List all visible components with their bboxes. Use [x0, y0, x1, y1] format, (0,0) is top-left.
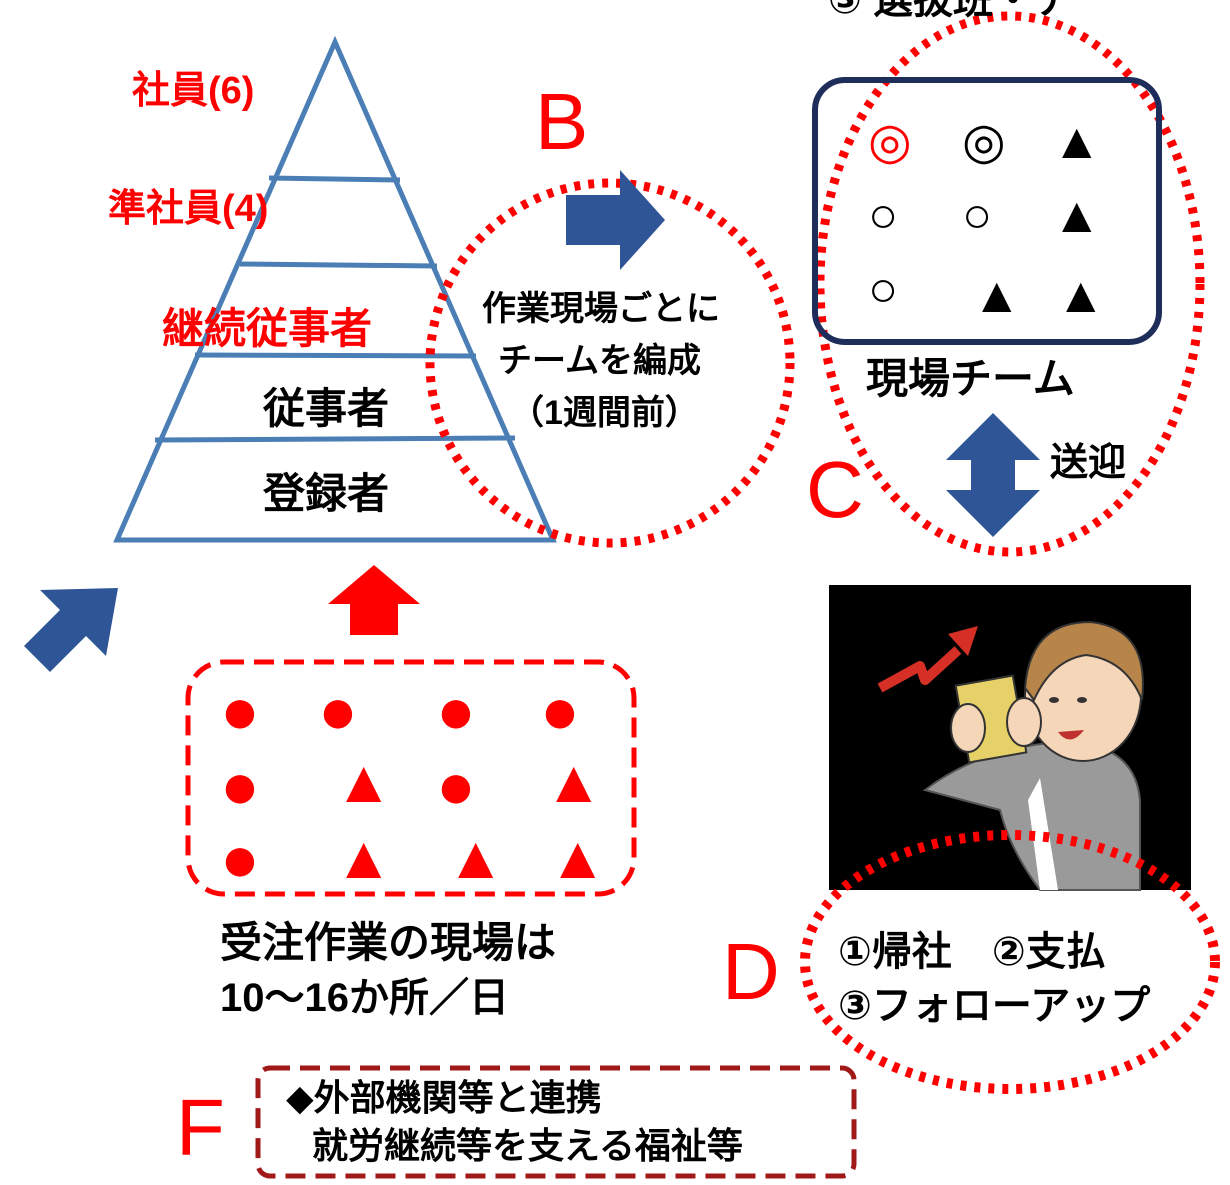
site-symbol: ▲	[334, 748, 394, 815]
section-d-line-1: ①帰社 ②支払	[838, 930, 1106, 974]
pyramid-level-employee: 社員(6)	[132, 70, 255, 112]
up-arrow-icon	[328, 565, 420, 635]
section-b-line-1: 作業現場ごとに	[482, 290, 720, 328]
section-b-line-3: （1週間前）	[510, 394, 699, 432]
sites-dashed-box	[185, 659, 637, 897]
worker-illustration	[829, 585, 1191, 891]
double-arrow-icon	[946, 413, 1040, 537]
pyramid-level-registrant: 登録者	[263, 470, 390, 517]
pyramid-divider-3	[194, 352, 477, 359]
pyramid	[113, 35, 557, 543]
site-symbol: ●	[220, 673, 260, 747]
section-b-dotted-circle	[425, 178, 795, 548]
team-symbol: ▲	[1052, 113, 1102, 169]
site-symbol: ▲	[334, 824, 394, 891]
section-f-line-1: ◆外部機関等と連携	[286, 1077, 602, 1118]
section-d-line-2: ③フォローアップ	[838, 984, 1151, 1028]
top-clipped-label: ③ 選抜班・チ	[828, 0, 1073, 22]
diagonal-arrow-icon	[24, 588, 118, 672]
pyramid-level-continuing: 継続従事者	[162, 305, 373, 352]
site-symbol: ●	[436, 748, 476, 822]
section-f-line-2: 就労継続等を支える福祉等	[312, 1125, 743, 1166]
section-d-letter: D	[722, 927, 780, 1016]
transport-label: 送迎	[1050, 442, 1127, 484]
sites-caption-line-1: 受注作業の現場は	[220, 919, 557, 966]
section-f-dashed-box	[255, 1065, 857, 1179]
site-symbol: ●	[220, 821, 260, 895]
site-symbol: ▲	[548, 824, 608, 891]
team-symbol: ▲	[972, 267, 1022, 323]
pyramid-outline	[113, 35, 557, 543]
team-symbol: ▲	[1052, 187, 1102, 243]
team-symbol: ▲	[1056, 267, 1106, 323]
right-arrow-icon	[566, 170, 665, 270]
section-b-line-2: チームを編成	[498, 342, 701, 380]
site-symbol: ●	[436, 673, 476, 747]
site-symbol: ●	[220, 748, 260, 822]
team-symbol: ○	[868, 187, 899, 243]
section-c-dotted-ellipse	[815, 11, 1205, 557]
pyramid-divider-4	[154, 435, 516, 443]
pyramid-divider-2	[239, 261, 438, 269]
team-symbol-leader: ◎	[868, 113, 912, 169]
site-symbol: ●	[540, 673, 580, 747]
section-b-letter: B	[535, 77, 589, 166]
team-box	[812, 77, 1162, 345]
pyramid-level-worker: 従事者	[263, 385, 390, 432]
team-label: 現場チーム	[866, 355, 1075, 402]
section-c-letter: C	[806, 445, 864, 534]
team-symbol: ◎	[962, 113, 1006, 169]
team-symbol: ○	[962, 187, 993, 243]
sites-caption-line-2: 10〜16か所／日	[220, 976, 509, 1020]
site-symbol: ▲	[544, 748, 604, 815]
pyramid-level-associate: 準社員(4)	[108, 188, 269, 230]
section-f-letter: F	[176, 1083, 225, 1172]
section-d-dotted-ellipse	[800, 830, 1220, 1094]
pyramid-divider-1	[268, 175, 401, 183]
site-symbol: ▲	[446, 824, 506, 891]
site-symbol: ●	[318, 673, 358, 747]
team-symbol: ○	[868, 261, 899, 317]
